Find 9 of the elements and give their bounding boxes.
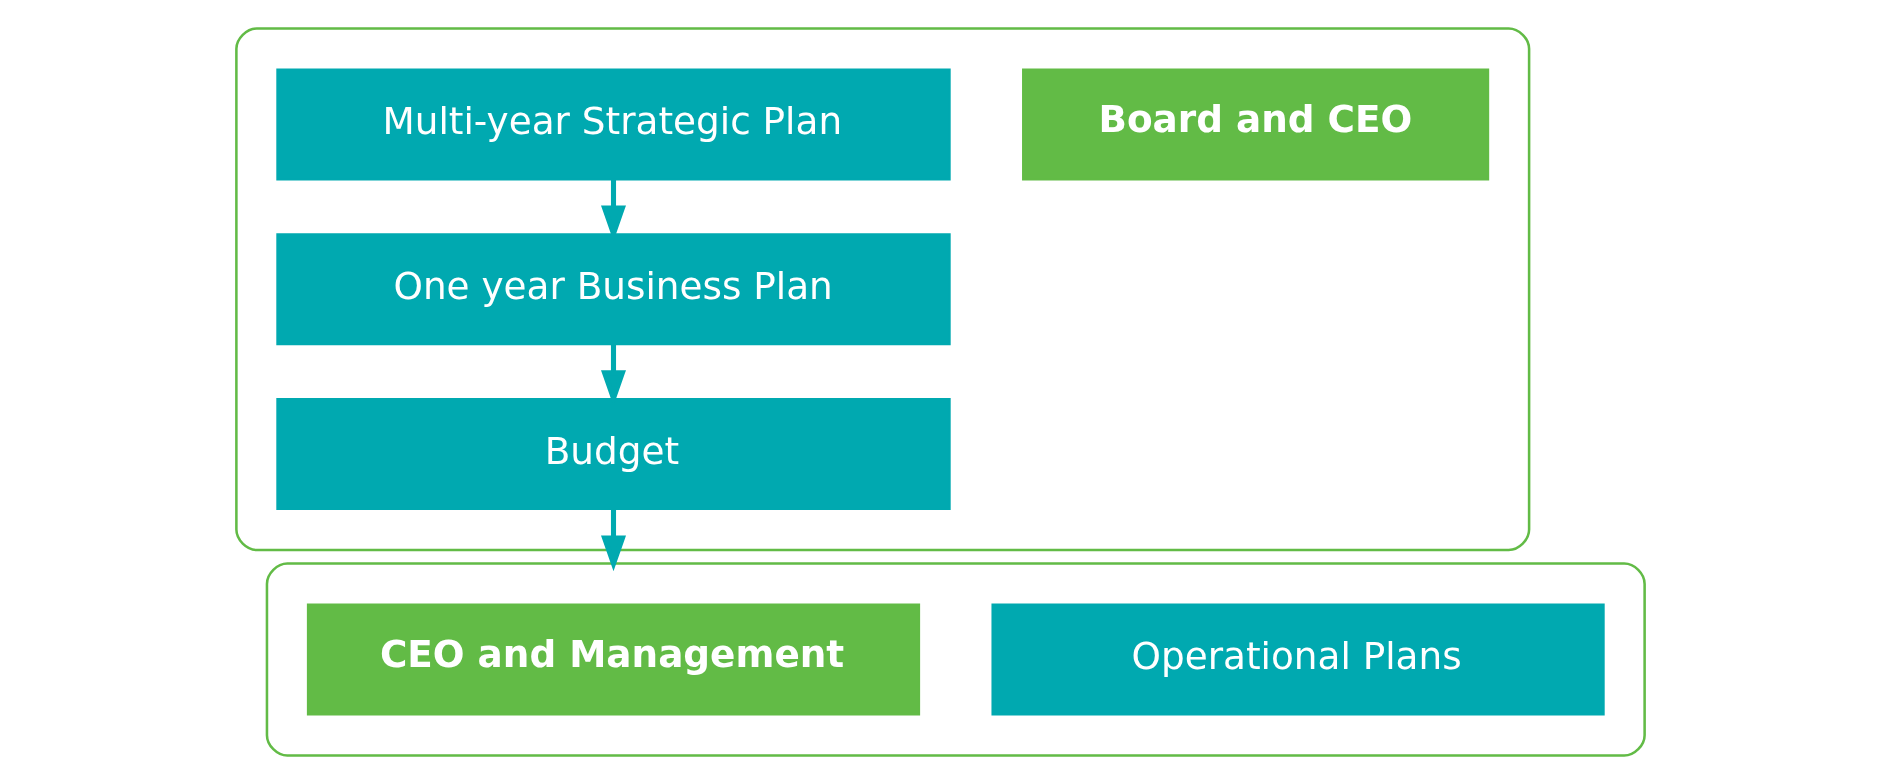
cluster [234,27,1530,552]
node-box: Board and CEO [1021,68,1489,181]
arrow [600,509,626,572]
cluster [265,562,1646,757]
node-box: Operational Plans [990,603,1605,716]
node-box: CEO and Management [306,603,920,716]
node-box: One year Business Plan [275,233,951,346]
node-box: Budget [275,397,951,511]
node-box: Multi-year Strategic Plan [275,68,951,181]
